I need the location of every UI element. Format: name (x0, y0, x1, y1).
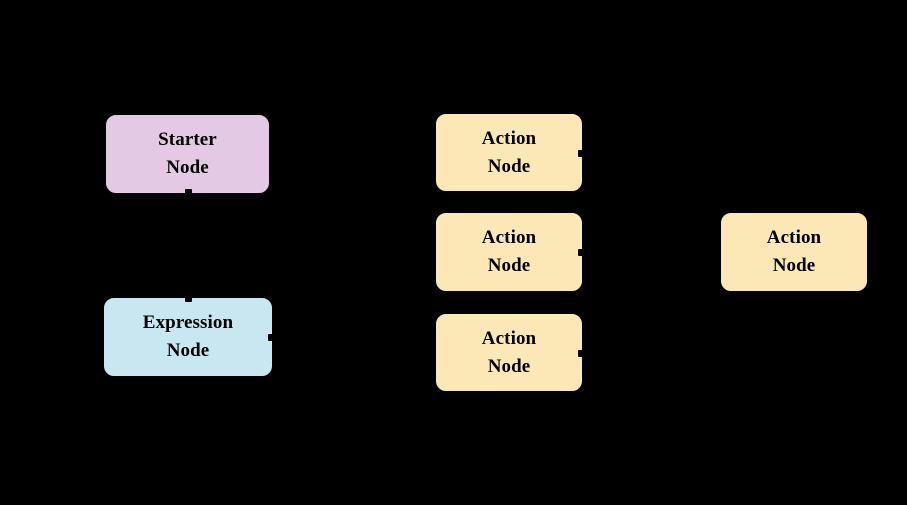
node-label-line1: Expression (142, 312, 234, 334)
edge-expression-to-action-1 (272, 151, 436, 338)
edge-action-1-to-action-4 (582, 151, 721, 253)
node-label-line2: Node (487, 155, 531, 177)
node-label-line1: Action (481, 127, 537, 149)
node-label-line2: Node (166, 340, 210, 361)
node-label-line2: Node (487, 255, 531, 276)
node-label-line1: Action (766, 227, 822, 249)
connection-port-top[interactable] (185, 295, 192, 302)
node-label-line2: Node (166, 157, 209, 178)
connection-port-bottom[interactable] (184, 189, 192, 196)
node-label-line1: Starter (158, 129, 217, 151)
connection-port-right[interactable] (578, 249, 585, 256)
node-label-line2: Node (772, 255, 816, 276)
connection-port-right[interactable] (578, 149, 585, 157)
connection-port-right[interactable] (268, 334, 275, 341)
node-label-line1: Action (481, 227, 537, 249)
connection-port-right[interactable] (578, 349, 585, 357)
edge-action-3-to-action-4 (582, 251, 721, 354)
node-label-line2: Node (487, 355, 531, 377)
edge-expression-to-action-3 (272, 336, 436, 354)
node-label-line1: Action (481, 327, 537, 349)
edge-expression-to-action-2 (272, 251, 436, 338)
edge-starter-to-expression (186, 193, 189, 298)
